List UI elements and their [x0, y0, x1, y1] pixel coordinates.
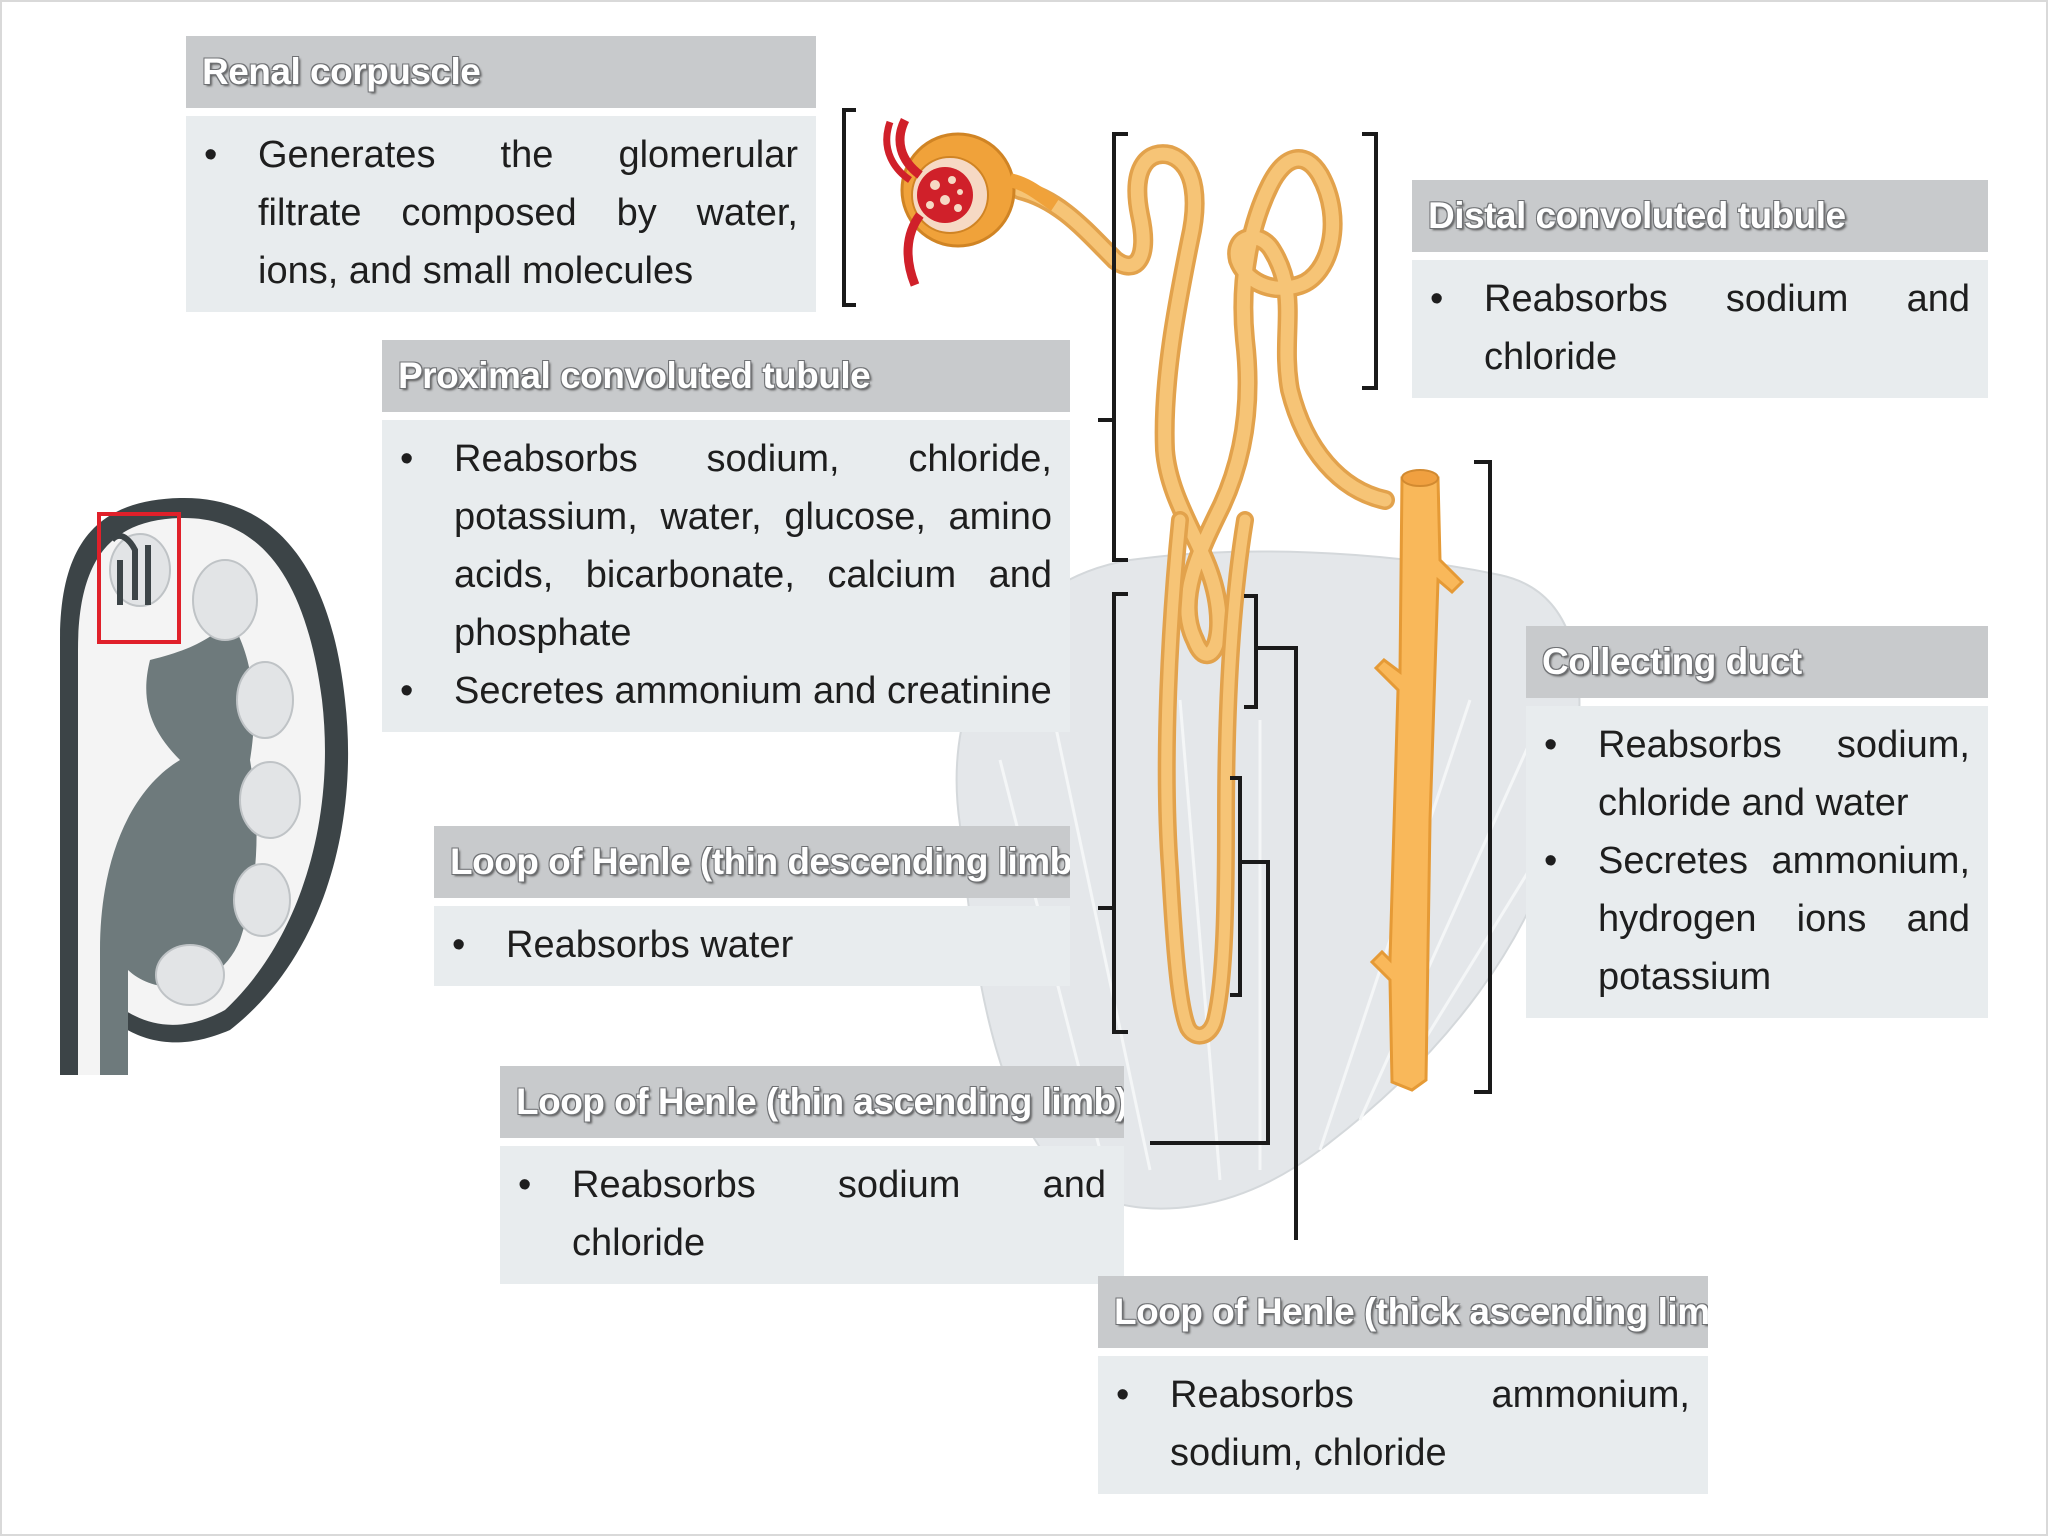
bracket-thick-ascending	[1244, 594, 1298, 1240]
collecting-duct-panel: Collecting duct Reabsorbs sodium, chlori…	[1526, 626, 1988, 1018]
bullet-item: Secretes ammonium and creatinine	[400, 662, 1052, 720]
thick-ascending-limb-panel: Loop of Henle (thick ascending limb) Rea…	[1098, 1276, 1708, 1494]
bullet-item: Reabsorbs sodium, chloride, potassium, w…	[400, 430, 1052, 662]
panel-body: Reabsorbs sodium and chloride	[1412, 260, 1988, 398]
thin-descending-limb-panel: Loop of Henle (thin descending limb) Rea…	[434, 826, 1070, 986]
bullet-item: Reabsorbs sodium, chloride and water	[1544, 716, 1970, 832]
glomerulus-icon	[883, 117, 1059, 287]
bracket-thin-ascending	[1150, 776, 1270, 1145]
panel-title: Collecting duct	[1526, 626, 1988, 698]
panel-title: Loop of Henle (thick ascending limb)	[1098, 1276, 1708, 1348]
nephron-icon	[1010, 144, 1395, 1045]
bullet-item: Reabsorbs sodium and chloride	[1430, 270, 1970, 386]
bracket-collecting-duct	[1474, 460, 1492, 1094]
collecting-duct-icon	[1369, 469, 1465, 1092]
panel-body: Reabsorbs sodium and chloride	[500, 1146, 1124, 1284]
bullet-item: Reabsorbs ammonium, sodium, chloride	[1116, 1366, 1690, 1482]
bracket-distal-tubule	[1362, 132, 1378, 390]
panel-title: Loop of Henle (thin ascending limb)	[500, 1066, 1124, 1138]
panel-body: Reabsorbs sodium, chloride and water Sec…	[1526, 706, 1988, 1018]
renal-corpuscle-panel: Renal corpuscle Generates the glomerular…	[186, 36, 816, 312]
bracket-renal-corpuscle	[842, 108, 856, 307]
magnified-region-highlight	[97, 512, 181, 644]
panel-body: Reabsorbs water	[434, 906, 1070, 986]
thin-ascending-limb-panel: Loop of Henle (thin ascending limb) Reab…	[500, 1066, 1124, 1284]
panel-title: Distal convoluted tubule	[1412, 180, 1988, 252]
panel-body: Reabsorbs sodium, chloride, potassium, w…	[382, 420, 1070, 732]
bullet-item: Secretes ammonium, hydrogen ions and pot…	[1544, 832, 1970, 1006]
bullet-item: Reabsorbs sodium and chloride	[518, 1156, 1106, 1272]
panel-body: Reabsorbs ammonium, sodium, chloride	[1098, 1356, 1708, 1494]
panel-title: Renal corpuscle	[186, 36, 816, 108]
bullet-item: Generates the glomerular filtrate compos…	[204, 126, 798, 300]
bracket-thin-descending	[1098, 592, 1128, 1034]
panel-title: Loop of Henle (thin descending limb)	[434, 826, 1070, 898]
kidney-cross-section-icon	[60, 497, 349, 1075]
panel-body: Generates the glomerular filtrate compos…	[186, 116, 816, 312]
panel-title: Proximal convoluted tubule	[382, 340, 1070, 412]
bullet-item: Reabsorbs water	[452, 916, 1052, 974]
bracket-proximal-tubule	[1098, 132, 1128, 562]
proximal-tubule-panel: Proximal convoluted tubule Reabsorbs sod…	[382, 340, 1070, 732]
distal-tubule-panel: Distal convoluted tubule Reabsorbs sodiu…	[1412, 180, 1988, 398]
